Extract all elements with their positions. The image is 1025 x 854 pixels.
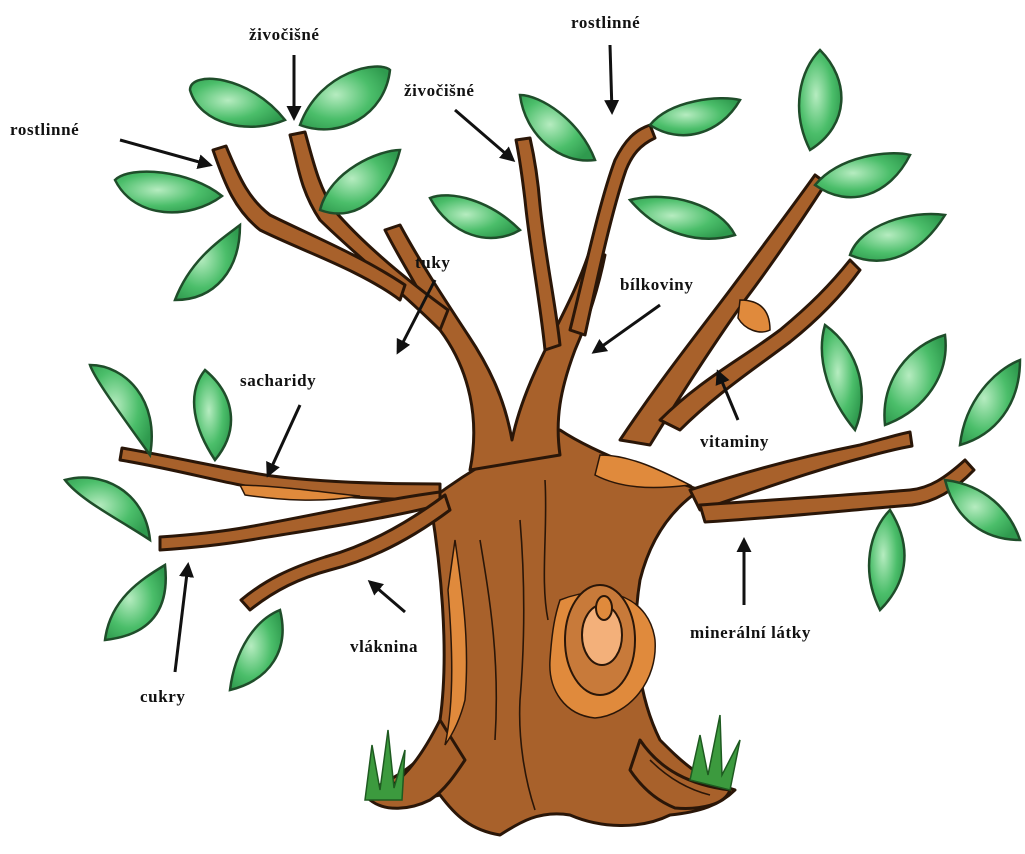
bark-highlight [738,300,770,332]
leaf [430,195,520,238]
leaf [190,79,285,127]
arrow-rostlinne-left [120,140,210,165]
label-vlaknina: vláknina [350,637,418,656]
leaf [822,325,862,430]
label-vitaminy: vitaminy [700,432,769,451]
label-sacharidy: sacharidy [240,371,316,390]
leaf [850,214,945,261]
leaf [884,335,945,425]
leaf [799,50,841,150]
leaf [945,480,1020,540]
leaf [194,370,231,460]
tree [120,125,974,835]
label-rostlinne-top: rostlinné [571,13,640,32]
arrow-cukry [175,565,188,672]
grass-tuft-left [365,730,405,800]
leaf [960,360,1020,445]
leaf [90,365,152,455]
label-bilkoviny: bílkoviny [620,275,693,294]
knot-hole [565,585,635,695]
label-tuky: tuky [415,253,450,272]
leaf [630,197,735,239]
tree-branch-mid-up [516,138,560,350]
leaf [650,98,740,135]
label-mineralni-latky: minerální látky [690,623,811,642]
grass-tuft-right [690,715,740,790]
leaf [115,172,222,213]
leaf [105,565,166,640]
arrow-vlaknina [370,582,405,612]
leaf [65,478,150,541]
label-zivocisne-mid: živočišné [404,81,475,100]
leaf [230,610,283,690]
arrow-bilkoviny [594,305,660,352]
leaf [175,225,240,300]
arrow-rostlinne-top [610,45,612,112]
knot-center [596,596,612,620]
leaf [869,510,904,610]
label-cukry: cukry [140,687,186,706]
leaf [300,67,390,130]
leaf [815,153,910,197]
arrow-sacharidy [268,405,300,475]
label-zivocisne-left: živočišné [249,25,320,44]
arrow-zivocisne-mid [455,110,513,160]
label-rostlinne-left: rostlinné [10,120,79,139]
leaf [320,150,400,214]
